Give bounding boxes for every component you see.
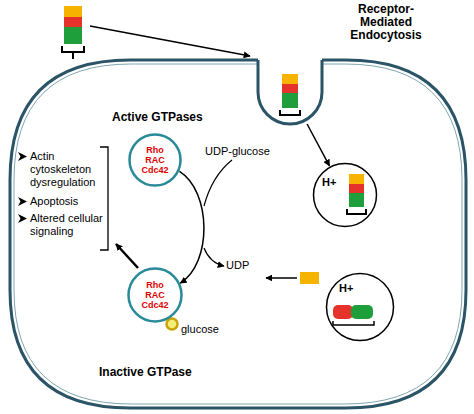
toxin-outside [62,6,84,59]
effects-bracket [100,147,108,250]
gtpase-circle: Active GTPasesRho RAC Cdc42 [128,133,182,187]
toxin-in-vesicle [347,174,366,214]
substrate-arrow [204,160,232,206]
enzymatic-domain [300,272,319,284]
endosome-vesicle: H+ [312,162,378,228]
cell-membrane [10,60,466,408]
gtpase-heading: Inactive GTPase [99,366,192,379]
endosome-vesicle: H+ [325,272,395,342]
toxin-in-pit [280,74,300,115]
process-heading: Receptor-Mediated Endocytosis [346,3,426,43]
gtpase-circle: Inactive GTPaseRho RAC Cdc42 [127,267,183,323]
bullet-arrow-shape [18,214,27,223]
circle-outline [312,162,378,228]
effect-item: Apoptosis [30,195,114,208]
endocytic-pit: Receptor-Mediated Endocytosis [258,60,322,124]
effect-arrow [116,244,138,268]
cell-membrane-inner [14,64,462,404]
release-arrow [266,277,297,279]
sugar-label: glucose [181,323,219,336]
gtpase-names: Rho RAC Cdc42 [137,280,173,310]
connector-arrow [307,124,329,166]
effect-item: Actin cytoskeleton dysregulation [30,150,114,189]
binding-arrow [90,26,250,56]
product-arrow [204,248,224,266]
product-label: UDP [226,259,249,272]
bullet-arrow [18,196,27,207]
membrane-invagination [258,60,322,124]
glucose-ring [167,319,178,330]
bullet-item: Apoptosis [18,195,114,208]
bullet-arrow-shape [18,152,27,161]
circle-border [129,269,182,322]
bullet-item: Actin cytoskeleton dysregulation [18,150,114,189]
bullet-item: Altered cellular signaling [18,212,114,238]
circle-outline [325,272,395,342]
pit-outline [258,60,322,124]
bullet-arrow-shape [18,197,27,206]
circle-border [314,164,377,227]
gtpase-heading: Active GTPases [112,111,203,124]
toxin-fragments [333,305,374,325]
bullet-arrow [18,213,27,224]
connector-arrow [179,171,203,283]
circle-border [130,135,181,186]
proton-label: H+ [339,282,353,294]
effect-item: Altered cellular signaling [30,212,114,238]
bullet-arrow [18,151,27,162]
circle-border [327,274,394,341]
gtpase-names: Rho RAC Cdc42 [137,145,173,175]
substrate-label: UDP-glucose [205,145,270,158]
proton-label: H+ [322,176,336,188]
